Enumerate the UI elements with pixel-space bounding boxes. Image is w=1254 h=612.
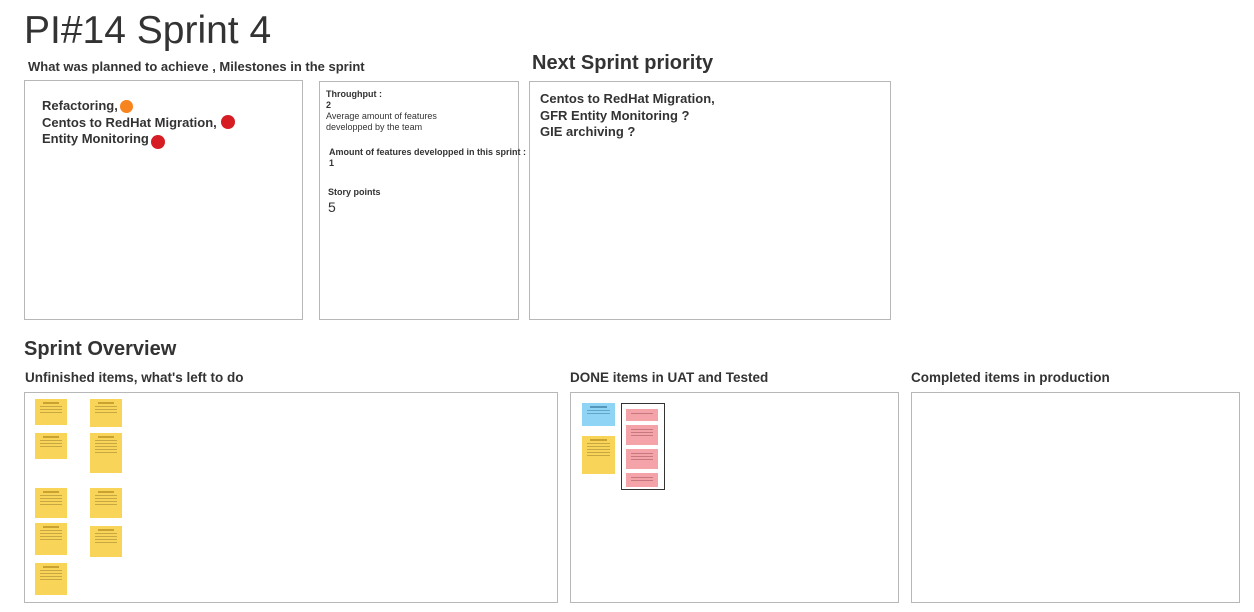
next-priority-heading: Next Sprint priority (532, 52, 714, 74)
status-dot-red-icon (151, 135, 165, 149)
sticky-note[interactable] (90, 526, 122, 557)
sticky-note-blue[interactable] (582, 403, 615, 426)
next-priority-panel (529, 81, 891, 320)
story-points-label: Story points (328, 187, 381, 197)
status-dot-red-icon (221, 115, 235, 129)
sticky-note[interactable] (90, 399, 122, 427)
sticky-note-pink[interactable] (626, 473, 658, 487)
throughput-description: developped by the team (326, 122, 423, 132)
sticky-note[interactable] (35, 488, 67, 518)
sticky-note[interactable] (35, 563, 67, 595)
milestone-label: Entity Monitoring (42, 131, 149, 146)
production-panel (911, 392, 1240, 603)
sticky-note-pink[interactable] (626, 449, 658, 469)
sticky-note[interactable] (35, 433, 67, 459)
priority-item: Centos to RedHat Migration, (540, 91, 715, 106)
sticky-note-pink[interactable] (626, 425, 658, 445)
unfinished-panel (24, 392, 558, 603)
sprint-overview-heading: Sprint Overview (24, 338, 177, 360)
planned-heading: What was planned to achieve , Milestones… (28, 59, 365, 74)
milestone-item: Centos to RedHat Migration, (42, 115, 217, 132)
sticky-note[interactable] (582, 436, 615, 474)
sticky-note[interactable] (90, 433, 122, 473)
milestone-label: Refactoring, (42, 98, 118, 113)
throughput-label: Throughput : (326, 89, 382, 99)
throughput-value: 2 (326, 100, 332, 110)
milestone-item: Refactoring, (42, 98, 217, 115)
milestone-item: Entity Monitoring (42, 131, 217, 148)
milestone-label: Centos to RedHat Migration, (42, 114, 217, 130)
milestones-list: Refactoring, Centos to RedHat Migration,… (42, 98, 217, 148)
page-title: PI#14 Sprint 4 (24, 9, 272, 52)
production-heading: Completed items in production (911, 370, 1110, 385)
milestones-panel (24, 80, 303, 320)
sticky-note[interactable] (35, 399, 67, 425)
done-heading: DONE items in UAT and Tested (570, 370, 769, 385)
story-points-value: 5 (328, 199, 336, 215)
features-value: 1 (329, 158, 335, 168)
sticky-note-pink[interactable] (626, 409, 658, 421)
priority-item: GFR Entity Monitoring ? (540, 107, 690, 123)
priority-item: GIE archiving ? (540, 124, 636, 139)
features-label: Amount of features developped in this sp… (329, 147, 527, 157)
sticky-note[interactable] (90, 488, 122, 518)
done-panel (570, 392, 899, 603)
unfinished-heading: Unfinished items, what's left to do (25, 370, 244, 385)
metrics-panel (319, 81, 519, 320)
throughput-description: Average amount of features (326, 111, 437, 121)
status-dot-orange-icon (120, 100, 133, 113)
sticky-note[interactable] (35, 523, 67, 555)
next-priority-list: Centos to RedHat Migration, GFR Entity M… (540, 91, 715, 141)
grouped-items-box[interactable] (621, 403, 665, 490)
